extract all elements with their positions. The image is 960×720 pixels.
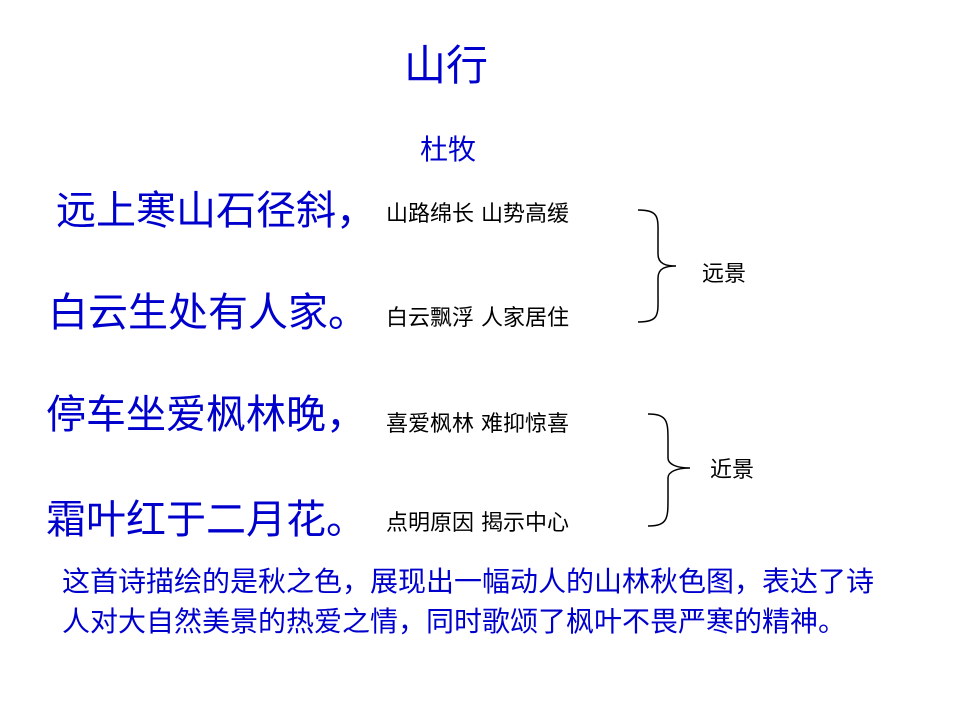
poem-author: 杜牧	[420, 133, 477, 166]
group-label-near-view: 近景	[710, 458, 755, 483]
poem-line-4: 霜叶红于二月花。	[46, 497, 366, 543]
group-label-far-view: 远景	[702, 262, 747, 287]
annotation-line-4: 点明原因 揭示中心	[386, 511, 569, 536]
annotation-line-2: 白云飘浮 人家居住	[386, 306, 569, 331]
brace-near-view	[647, 413, 691, 527]
poem-title: 山行	[404, 41, 489, 90]
poem-line-2: 白云生处有人家。	[48, 290, 368, 336]
annotation-line-3: 喜爱枫林 难抑惊喜	[386, 412, 569, 437]
annotation-line-1: 山路绵长 山势高缓	[386, 202, 569, 227]
poem-line-3: 停车坐爱枫林晚，	[46, 392, 366, 438]
poem-summary: 这首诗描绘的是秋之色，展现出一幅动人的山林秋色图，表达了诗人对大自然美景的热爱之…	[62, 565, 875, 638]
poem-line-1: 远上寒山石径斜，	[56, 188, 376, 234]
brace-far-view	[637, 209, 677, 323]
